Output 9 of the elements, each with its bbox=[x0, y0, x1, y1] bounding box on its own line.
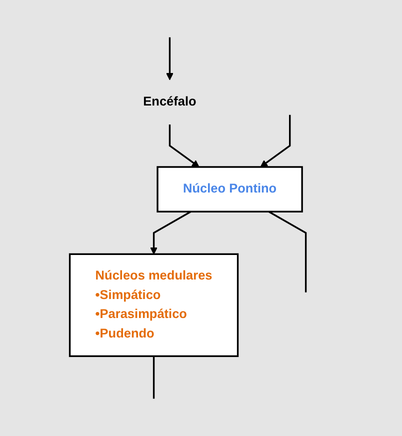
node-box: Núcleos medulares •Simpático •Parasimpático •Pudendo bbox=[69, 253, 240, 358]
arrow bbox=[169, 124, 200, 168]
node-text: Encéfalo bbox=[144, 94, 197, 109]
arrow bbox=[166, 37, 174, 80]
connector bbox=[153, 356, 156, 399]
connector bbox=[268, 210, 308, 292]
arrow bbox=[260, 114, 292, 168]
node-box: Núcleo Pontino bbox=[157, 166, 304, 212]
arrow bbox=[150, 210, 192, 254]
